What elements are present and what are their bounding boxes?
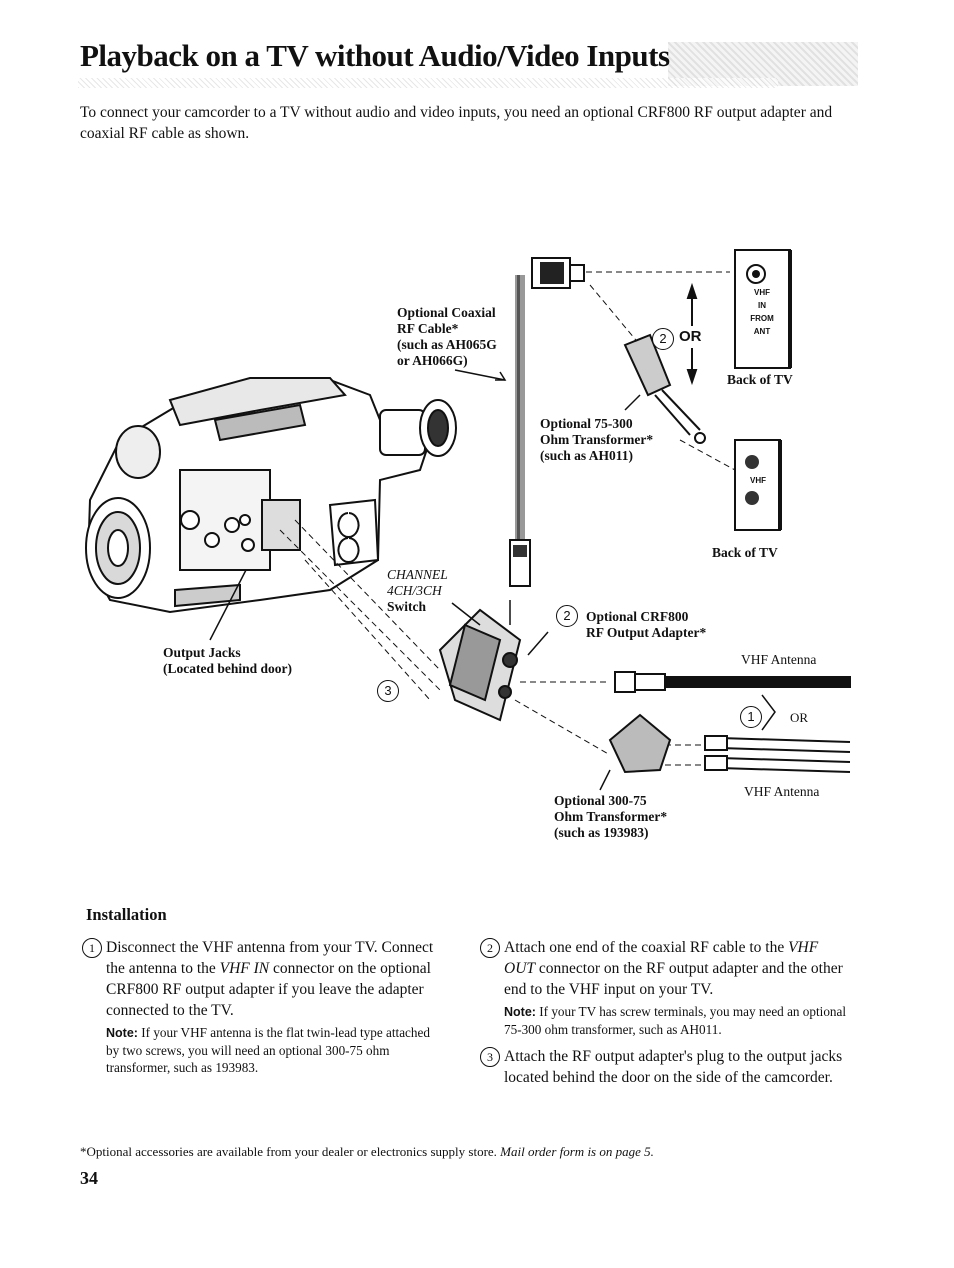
direction-arrows	[686, 282, 698, 386]
terminal-label-line: VHF	[754, 288, 770, 297]
transformer-label-line: Optional 75-300	[540, 416, 633, 431]
note-2: Note: If your TV has screw terminals, yo…	[504, 1003, 849, 1038]
vhf-antenna-cable	[614, 671, 851, 693]
tv-terminal-top-label: VHF IN FROM ANT	[736, 286, 788, 338]
transformer-label-line: Ohm Transformer*	[554, 809, 668, 824]
rf-adapter-label: Optional CRF800 RF Output Adapter*	[586, 609, 706, 641]
callout-3: 3	[377, 680, 399, 702]
coax-cable-label: Optional Coaxial RF Cable* (such as AH06…	[397, 305, 497, 369]
back-of-tv-label-bottom: Back of TV	[712, 545, 778, 560]
footnote-text: *Optional accessories are available from…	[80, 1144, 501, 1159]
transformer-label-line: (such as AH011)	[540, 448, 634, 463]
coax-label-line: (such as AH065G	[397, 337, 497, 352]
callout-2-adapter: 2	[556, 605, 578, 627]
step-text: Attach one end of the coaxial RF cable t…	[504, 939, 789, 956]
title-underline	[78, 78, 778, 88]
footnote-emphasis: Mail order form is on page 5.	[500, 1144, 654, 1159]
terminal-label-line: FROM	[750, 314, 774, 323]
coax-label-line: RF Cable*	[397, 321, 459, 336]
connection-diagram	[85, 249, 851, 791]
transformer-75-300-label: Optional 75-300 Ohm Transformer* (such a…	[540, 416, 653, 464]
step-text: connector on the optional CRF800 RF outp…	[106, 960, 431, 1019]
note-text: If your TV has screw terminals, you may …	[504, 1004, 847, 1037]
camcorder-illustration	[85, 377, 457, 614]
transformer-label-line: (such as 193983)	[554, 825, 649, 840]
switch-label-line: 4CH/3CH	[387, 583, 442, 598]
page-title: Playback on a TV without Audio/Video Inp…	[80, 38, 670, 73]
step-number: 2	[480, 938, 500, 958]
jacks-label-line: (Located behind door)	[163, 661, 293, 676]
switch-label-line: CHANNEL	[387, 567, 448, 582]
or-label-top: OR	[679, 328, 702, 345]
transformer-label-line: Optional 300-75	[554, 793, 647, 808]
installation-heading: Installation	[86, 905, 167, 924]
tv-terminal-screws	[734, 439, 782, 531]
intro-paragraph: To connect your camcorder to a TV withou…	[80, 104, 833, 142]
step-1: 1 Disconnect the VHF antenna from your T…	[82, 937, 451, 1021]
step-number: 1	[82, 938, 102, 958]
step-text: Disconnect the VHF antenna from your TV.…	[106, 939, 434, 977]
terminal-label-line: IN	[758, 301, 766, 310]
leader-lines	[209, 369, 776, 791]
transformer-75-300	[623, 333, 706, 444]
terminal-label-line: ANT	[753, 327, 771, 336]
adapter-label-line: RF Output Adapter*	[586, 625, 707, 640]
channel-switch-label: CHANNEL 4CH/3CH Switch	[387, 567, 448, 615]
transformer-300-75	[608, 713, 851, 774]
rf-output-adapter	[438, 600, 522, 722]
step-number: 3	[480, 1047, 500, 1067]
note-text: If your VHF antenna is the flat twin-lea…	[106, 1025, 430, 1075]
back-of-tv-label-top: Back of TV	[727, 372, 793, 387]
transformer-label-line: Ohm Transformer*	[540, 432, 654, 447]
tv-terminal-vhf-label: VHF	[750, 476, 766, 485]
switch-label-line: Switch	[387, 599, 427, 614]
callout-1: 1	[740, 706, 762, 728]
coaxial-cable	[509, 257, 585, 587]
tv-terminal-top	[734, 249, 792, 369]
step-text: Attach the RF output adapter's plug to t…	[504, 1048, 843, 1086]
or-label-bottom: OR	[790, 710, 809, 725]
note-label: Note:	[504, 1005, 536, 1019]
note-1: Note: If your VHF antenna is the flat tw…	[106, 1024, 446, 1076]
footnote: *Optional accessories are available from…	[80, 1144, 654, 1160]
note-label: Note:	[106, 1026, 138, 1040]
vhf-antenna-label-bottom: VHF Antenna	[744, 784, 820, 799]
callout-2-top: 2	[652, 328, 674, 350]
step-text: connector on the RF output adapter and t…	[504, 960, 843, 998]
transformer-300-75-label: Optional 300-75 Ohm Transformer* (such a…	[554, 793, 667, 841]
step-emphasis: VHF OUT	[504, 939, 819, 977]
coax-label-line: Optional Coaxial	[397, 305, 496, 320]
jacks-label-line: Output Jacks	[163, 645, 241, 660]
step-emphasis: VHF IN	[219, 960, 270, 977]
step-2: 2 Attach one end of the coaxial RF cable…	[480, 937, 849, 1000]
vhf-antenna-label-top: VHF Antenna	[741, 652, 817, 667]
adapter-label-line: Optional CRF800	[586, 609, 689, 624]
title-bar: Playback on a TV without Audio/Video Inp…	[78, 38, 858, 90]
step-3: 3 Attach the RF output adapter's plug to…	[480, 1046, 849, 1088]
output-jacks-label: Output Jacks (Located behind door)	[163, 645, 292, 677]
page-number: 34	[80, 1168, 98, 1188]
coax-label-line: or AH066G)	[397, 353, 468, 368]
